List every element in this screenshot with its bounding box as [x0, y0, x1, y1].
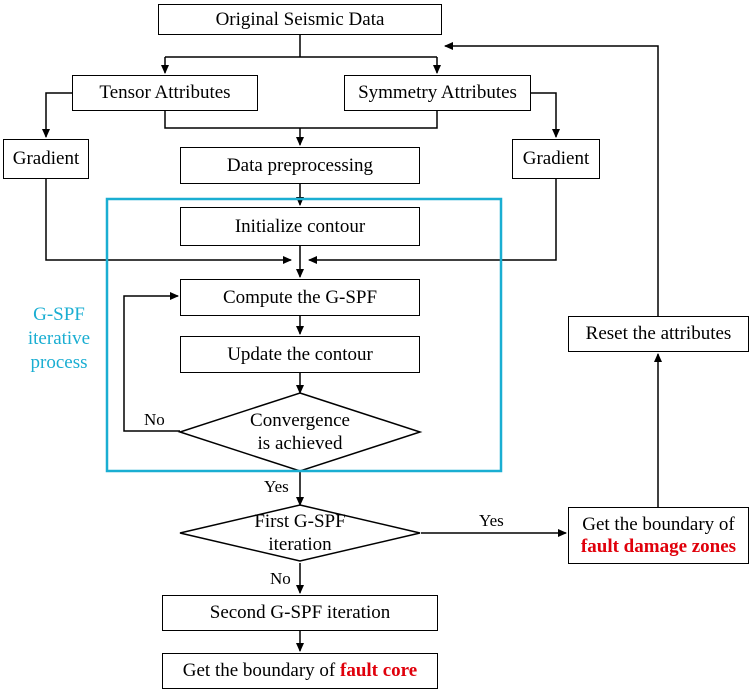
arrow-gradient-right-merge: [308, 179, 557, 264]
fault-core-emphasis: fault core: [340, 660, 418, 681]
first-iteration-diamond: [179, 504, 421, 562]
iterative-process-region: [105, 197, 503, 473]
no-label-first: No: [270, 569, 291, 588]
tensor-attributes-label: Tensor Attributes: [99, 82, 231, 103]
second-gspf-iteration-box: Second G-SPF iteration: [162, 595, 438, 631]
fault-core-prefix: Get the boundary of: [182, 660, 336, 681]
arrow-reset-to-original: [444, 42, 659, 316]
gradient-left-label: Gradient: [12, 148, 80, 169]
yes-label-convergence: Yes: [264, 477, 289, 496]
original-seismic-data-label: Original Seismic Data: [215, 8, 385, 30]
second-gspf-iteration-label: Second G-SPF iteration: [209, 602, 391, 623]
arrow-to-gradient-right: [531, 92, 560, 138]
first-iteration-line1: First G-SPF: [254, 511, 346, 532]
reset-attributes-box: Reset the attributes: [568, 316, 749, 352]
first-iteration-line2: iteration: [268, 534, 332, 555]
tensor-attributes-box: Tensor Attributes: [72, 75, 258, 111]
fault-core-label: Get the boundary of fault core: [183, 660, 417, 682]
update-contour-label: Update the contour: [227, 343, 373, 365]
arrow-gradient-left-merge: [45, 179, 292, 264]
gradient-right-box: Gradient: [512, 139, 600, 179]
region-line2: iterative: [27, 328, 91, 349]
fault-core-box: Get the boundary of fault core: [162, 653, 438, 689]
data-preprocessing-box: Data preprocessing: [180, 147, 420, 184]
original-seismic-data-box: Original Seismic Data: [158, 4, 442, 35]
data-preprocessing-label: Data preprocessing: [226, 154, 374, 176]
initialize-contour-label: Initialize contour: [234, 215, 366, 237]
compute-gspf-label: Compute the G-SPF: [222, 286, 378, 308]
symmetry-attributes-box: Symmetry Attributes: [344, 75, 531, 111]
no-label-convergence: No: [144, 410, 165, 429]
arrow-no-loop: [123, 292, 180, 432]
convergence-line1: Convergence: [250, 410, 350, 431]
reset-attributes-label: Reset the attributes: [585, 323, 732, 344]
initialize-contour-box: Initialize contour: [180, 207, 420, 246]
yes-label-first: Yes: [479, 511, 504, 530]
convergence-line2: is achieved: [257, 433, 343, 454]
gradient-left-box: Gradient: [3, 139, 89, 179]
connector-merge-bar: [164, 111, 438, 129]
fault-damage-zones-box: Get the boundary of fault damage zones: [568, 507, 749, 564]
arrow-to-gradient-left: [42, 92, 72, 138]
convergence-diamond: [177, 392, 423, 472]
region-line1: G-SPF: [33, 304, 85, 325]
compute-gspf-box: Compute the G-SPF: [180, 279, 420, 316]
symmetry-attributes-label: Symmetry Attributes: [358, 82, 517, 103]
gradient-right-label: Gradient: [522, 148, 590, 169]
iterative-process-caption: G-SPF iterative process: [14, 303, 104, 375]
damage-zones-prefix: Get the boundary of: [582, 513, 735, 535]
update-contour-box: Update the contour: [180, 336, 420, 373]
region-line3: process: [30, 352, 88, 373]
damage-zones-emphasis: fault damage zones: [580, 535, 737, 557]
